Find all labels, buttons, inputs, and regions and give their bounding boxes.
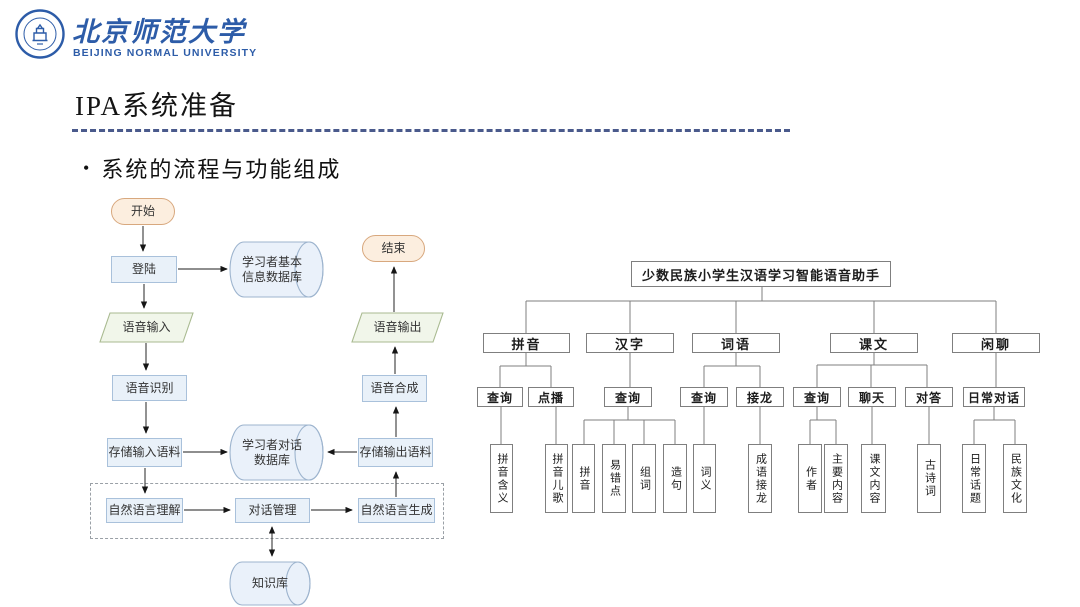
parallelogram-voice-input	[99, 312, 194, 343]
tree-node-ciyu-query: 查询	[680, 387, 728, 407]
cylinder-learner-dialog-db	[229, 424, 324, 481]
flow-node-dialog-management: 对话管理	[235, 498, 310, 523]
dialog-engine-group-border	[90, 483, 444, 539]
tree-leaf-pinyin-songs: 拼音儿歌	[545, 444, 568, 513]
tree-node-ciyu: 词语	[692, 333, 780, 353]
tree-leaf-daily-topics: 日常话题	[962, 444, 986, 513]
bullet-icon: •	[83, 157, 92, 178]
flow-node-speech-synthesis: 语音合成	[362, 375, 427, 402]
tree-leaf-error-points: 易错点	[602, 444, 626, 513]
tree-node-pinyin: 拼音	[483, 333, 570, 353]
university-name-cn: 北京师范大学	[72, 17, 246, 47]
flow-node-nlg: 自然语言生成	[358, 498, 435, 523]
flow-node-learner-dialog-db: 学习者对话数据库	[241, 438, 302, 467]
tree-node-daily-dialog: 日常对话	[963, 387, 1025, 407]
cylinder-knowledge-base	[229, 561, 311, 606]
tree-node-kewen-qa: 对答	[905, 387, 953, 407]
tree-node-kewen-query: 查询	[793, 387, 841, 407]
cylinder-learner-info-db	[229, 241, 324, 298]
flow-node-store-input-corpus: 存储输入语料	[107, 438, 182, 467]
tree-leaf-ancient-poetry: 古诗词	[917, 444, 941, 513]
tree-node-pinyin-ondemand: 点播	[528, 387, 574, 407]
flowchart-arrows	[139, 226, 400, 557]
flow-node-knowledge-base: 知识库	[251, 575, 288, 590]
tree-leaf-sentence-making: 造句	[663, 444, 687, 513]
page-title: IPA系统准备	[75, 91, 239, 121]
flow-node-end: 结束	[362, 235, 425, 262]
tree-leaf-idiom-chain: 成语接龙	[748, 444, 772, 513]
tree-leaf-main-content: 主要内容	[824, 444, 848, 513]
flow-node-login: 登陆	[111, 256, 177, 283]
title-dashed-rule	[72, 129, 790, 132]
tree-node-pinyin-query: 查询	[477, 387, 523, 407]
flow-node-voice-output: 语音输出	[373, 320, 422, 334]
tree-node-kewen: 课文	[830, 333, 918, 353]
bnu-seal-icon	[15, 9, 65, 59]
tree-node-kewen-chat: 聊天	[848, 387, 896, 407]
tree-leaf-word-meaning: 词义	[693, 444, 716, 513]
tree-leaf-text-content: 课文内容	[861, 444, 886, 513]
tree-connectors	[499, 287, 1016, 444]
flow-node-nlu: 自然语言理解	[106, 498, 183, 523]
tree-leaf-author: 作者	[798, 444, 822, 513]
parallelogram-voice-output	[351, 312, 444, 343]
tree-node-hanzi-query: 查询	[604, 387, 652, 407]
tree-leaf-pinyin-meaning: 拼音含义	[490, 444, 513, 513]
tree-node-hanzi: 汉字	[586, 333, 674, 353]
subtitle-text: 系统的流程与功能组成	[101, 157, 342, 182]
tree-leaf-word-building: 组词	[632, 444, 656, 513]
flow-node-store-output-corpus: 存储输出语料	[358, 438, 433, 467]
tree-leaf-pinyin: 拼音	[572, 444, 595, 513]
tree-leaf-ethnic-culture: 民族文化	[1003, 444, 1027, 513]
tree-node-xianliao: 闲聊	[952, 333, 1040, 353]
university-name-en: BEIJING NORMAL UNIVERSITY	[73, 47, 258, 59]
tree-node-ciyu-chain: 接龙	[736, 387, 784, 407]
flow-node-voice-input: 语音输入	[122, 320, 171, 334]
flow-node-speech-recognition: 语音识别	[112, 375, 187, 401]
flow-node-learner-info-db: 学习者基本信息数据库	[241, 255, 302, 284]
tree-root: 少数民族小学生汉语学习智能语音助手	[631, 261, 891, 287]
flow-node-start: 开始	[111, 198, 175, 225]
subtitle-row: • 系统的流程与功能组成	[83, 152, 341, 184]
